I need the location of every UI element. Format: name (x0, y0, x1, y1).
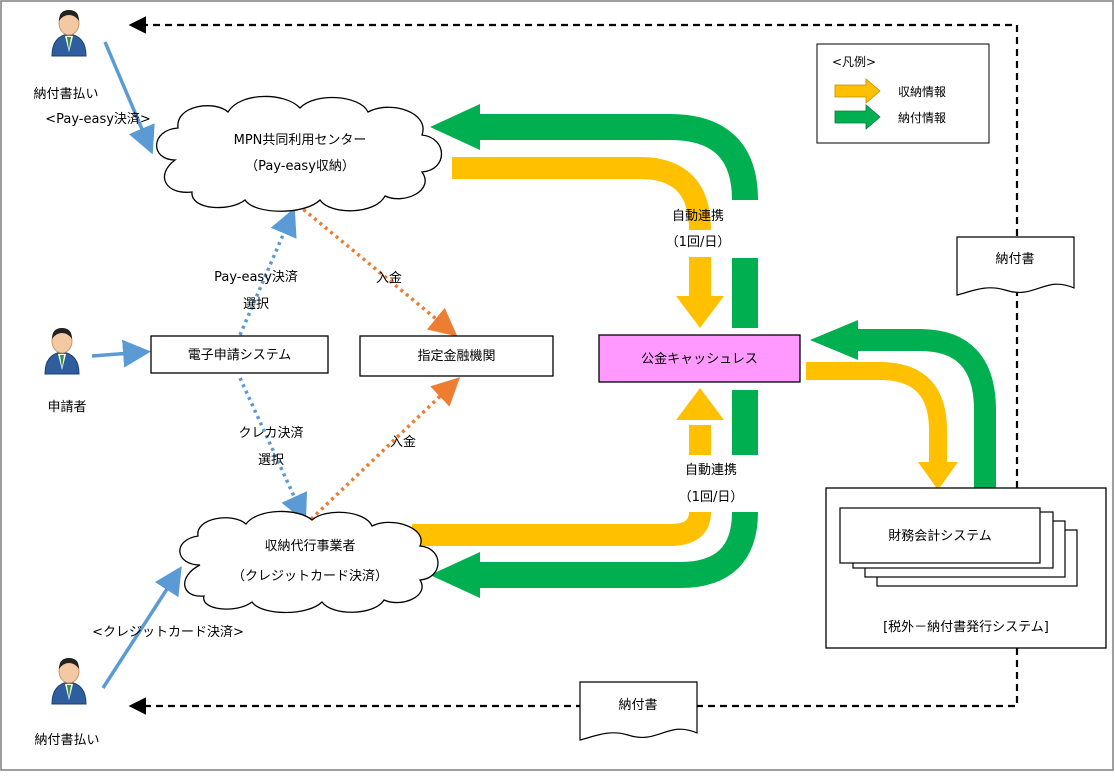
bill-arrow-top (128, 16, 1019, 488)
auto-link-bottom-label-1: 自動連携 (685, 462, 737, 478)
mpn-center-cloud: MPN共同利用センター （Pay-easy収納） (155, 95, 443, 212)
credit-settle-label: <クレジットカード決済> (92, 624, 244, 640)
credit-select-label-1: クレカ決済 (238, 425, 303, 441)
designated-bank-box: 指定金融機関 (359, 335, 554, 377)
green-flow-bottom (480, 390, 758, 588)
bill-document-right-label: 納付書 (995, 252, 1034, 267)
agent-subtitle: （クレジットカード決済） (232, 568, 388, 584)
green-flow-right-head (810, 320, 858, 360)
blue-arrow-top-payer (103, 41, 155, 155)
blue-arrow-bottom-payer (101, 566, 182, 689)
agent-title: 収納代行事業者 (264, 538, 355, 554)
yellow-flow-right (806, 362, 947, 462)
mpn-center-subtitle: （Pay-easy収納） (245, 159, 355, 174)
bottom-payer-label: 納付書払い (34, 733, 99, 748)
yellow-flow-right-head (918, 462, 958, 490)
dotted-arrow-deposit-top (296, 203, 458, 337)
deposit-bottom-label: 入金 (390, 434, 416, 450)
bill-document-right: 納付書 (956, 236, 1075, 296)
top-payer-label: 納付書払い (33, 87, 98, 102)
green-flow-top (480, 114, 758, 328)
bill-arrow-bottom (128, 648, 1019, 715)
person-icon (51, 9, 87, 57)
deposit-top-label: 入金 (376, 270, 402, 286)
agent-cloud: 収納代行事業者 （クレジットカード決済） (179, 510, 439, 614)
green-flow-right (858, 329, 996, 490)
legend-yellow-arrow (834, 78, 881, 104)
applicant-person: 申請者 (44, 327, 87, 415)
yellow-flow-bottom-curve (412, 511, 711, 546)
bottom-payer-person: 納付書払い (34, 657, 100, 748)
legend-green-arrow (834, 104, 881, 130)
auto-link-top-label-2: （1回/日） (666, 235, 731, 250)
designated-bank-label: 指定金融機関 (417, 348, 495, 364)
legend-title: <凡例> (832, 55, 876, 69)
dotted-arrow-pay-easy (238, 207, 297, 336)
pay-easy-select-label-1: Pay-easy決済 (214, 269, 298, 285)
bill-document-bottom-label: 納付書 (618, 698, 657, 713)
green-flow-bottom-head (430, 552, 480, 598)
cashless-box: 公金キャッシュレス (598, 334, 801, 383)
blue-arrow-applicant (91, 339, 151, 368)
cashless-label: 公金キャッシュレス (641, 351, 758, 367)
e-application-label: 電子申請システム (188, 348, 292, 363)
tax-system-label: [税外－納付書発行システム] (883, 620, 1049, 635)
pay-easy-settle-label: <Pay-easy決済> (45, 111, 151, 127)
auto-link-top-label-1: 自動連携 (672, 208, 724, 224)
top-payer-person: 納付書払い (33, 9, 99, 102)
person-icon (51, 657, 87, 705)
person-icon (44, 327, 80, 375)
credit-select-label-2: 選択 (258, 453, 284, 468)
applicant-label: 申請者 (47, 400, 86, 415)
bill-document-bottom: 納付書 (579, 681, 698, 741)
auto-link-bottom-label-2: （1回/日） (679, 490, 744, 505)
legend-item-shuno: 収納情報 (898, 85, 946, 99)
e-application-box: 電子申請システム (150, 335, 329, 374)
dotted-arrow-deposit-bottom (304, 377, 461, 526)
dotted-arrow-credit (238, 377, 308, 523)
tax-system-container: 財務会計システム [税外－納付書発行システム] (825, 487, 1107, 649)
yellow-flow-top (452, 157, 711, 231)
legend: <凡例> 収納情報 納付情報 (816, 43, 990, 144)
finance-system-label: 財務会計システム (888, 528, 992, 544)
yellow-flow-bottom-head (676, 388, 724, 420)
yellow-flow-top-lower (676, 257, 724, 328)
pay-easy-select-label-2: 選択 (243, 297, 269, 312)
mpn-center-title: MPN共同利用センター (234, 133, 367, 148)
yellow-flow-bottom (689, 425, 711, 455)
legend-item-nofu: 納付情報 (898, 111, 946, 125)
green-flow-top-head (430, 104, 480, 150)
